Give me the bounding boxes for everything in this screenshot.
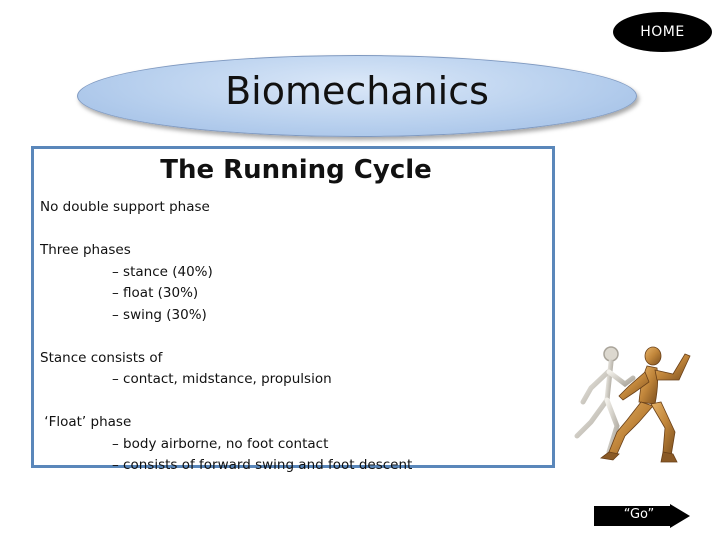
- text-line: – consists of forward swing and foot des…: [112, 457, 413, 473]
- section-heading: The Running Cycle: [160, 155, 432, 185]
- text-line: – contact, midstance, propulsion: [112, 371, 332, 387]
- text-line: – body airborne, no foot contact: [112, 435, 329, 452]
- text-line: Three phases: [40, 242, 131, 258]
- text-line: – stance (40%): [112, 263, 213, 280]
- text-line: No double support phase: [40, 199, 210, 215]
- home-button[interactable]: HOME: [613, 12, 712, 52]
- blank-line: [40, 391, 412, 413]
- blank-line: [40, 219, 412, 241]
- text-line: Stance consists of: [40, 349, 163, 366]
- content-box: The Running Cycle No double support phas…: [31, 146, 555, 473]
- title-banner: Biomechanics: [77, 55, 637, 137]
- page-title: Biomechanics: [225, 69, 489, 113]
- running-anatomy-figure-icon: [574, 346, 691, 463]
- right-arrow-icon: [594, 504, 690, 528]
- go-button-label: “Go”: [623, 507, 655, 522]
- go-arrow-button[interactable]: [592, 504, 692, 528]
- text-line: – swing (30%): [112, 306, 207, 323]
- blank-line: [40, 326, 412, 348]
- home-button-label: HOME: [640, 24, 685, 40]
- text-line: – float (30%): [112, 285, 199, 301]
- text-line: ‘Float’ phase: [40, 414, 132, 430]
- body-text: No double support phase Three phases – s…: [40, 197, 412, 477]
